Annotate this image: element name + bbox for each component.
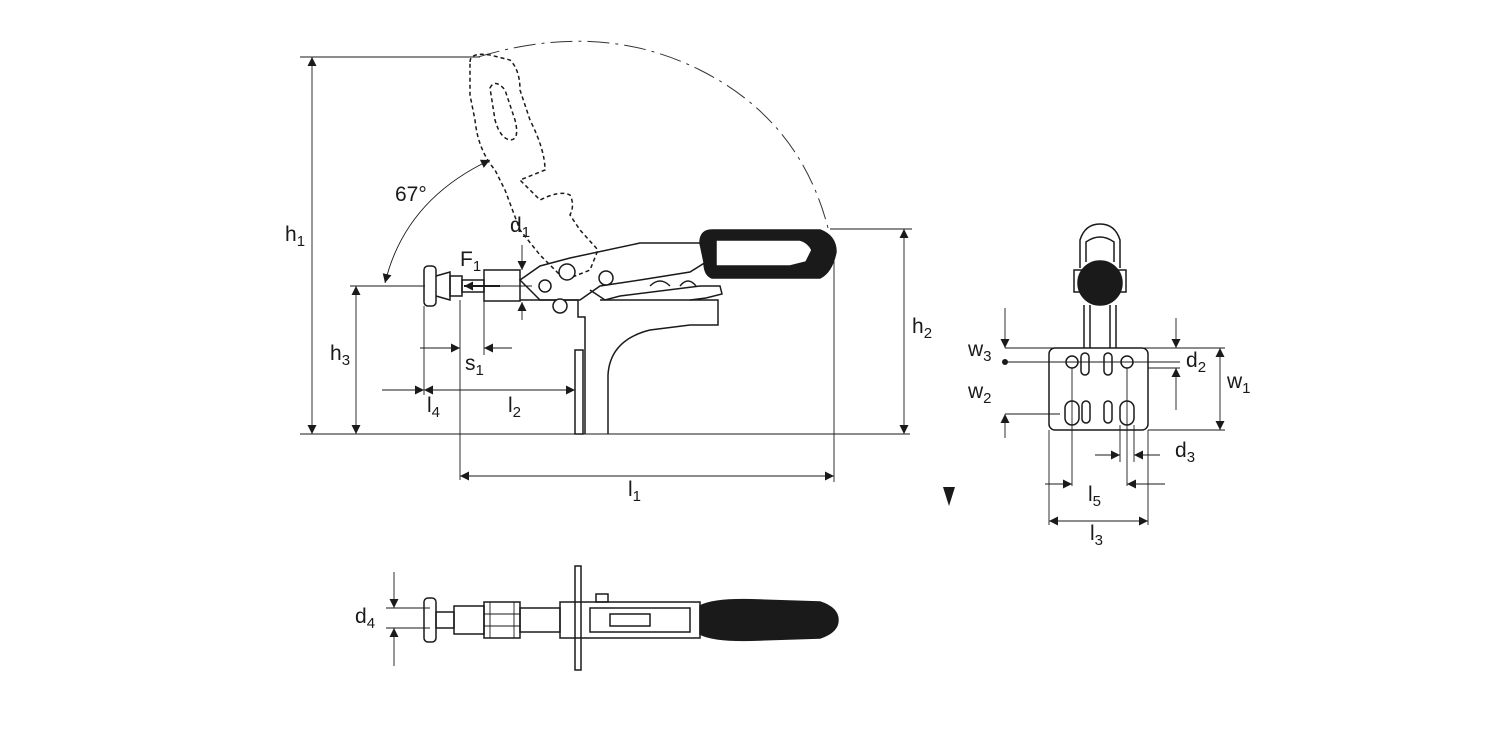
label-s1: s1 <box>465 352 484 379</box>
angle-arc <box>382 159 491 284</box>
side-view: h1 h3 h2 67° d1 F1 s1 l4 l2 l1 <box>285 40 932 505</box>
label-l5: l5 <box>1088 483 1101 510</box>
label-l2: l2 <box>508 394 521 421</box>
label-d4: d4 <box>355 605 375 632</box>
top-handle <box>699 598 839 642</box>
label-w2: w2 <box>967 380 992 407</box>
top-spindle-housing <box>483 601 521 639</box>
spindle-knob <box>423 265 437 307</box>
label-d2: d2 <box>1186 349 1206 376</box>
label-l1: l1 <box>628 478 641 505</box>
label-angle: 67° <box>395 183 427 206</box>
top-base-flange <box>574 565 582 671</box>
label-h2: h2 <box>912 315 932 342</box>
top-view: d4 <box>355 565 839 671</box>
label-h3: h3 <box>330 342 350 369</box>
label-d3: d3 <box>1175 439 1195 466</box>
top-spindle-knob <box>423 597 437 643</box>
view-marker-triangle <box>943 487 955 506</box>
swing-arc <box>477 40 829 229</box>
front-view: w3 w2 d2 w1 d3 l5 l3 <box>967 223 1251 549</box>
label-h1: h1 <box>285 223 305 250</box>
label-w1: w1 <box>1226 370 1251 397</box>
label-l4: l4 <box>427 394 440 421</box>
label-l3: l3 <box>1090 522 1103 549</box>
label-w3: w3 <box>967 338 992 365</box>
label-d1: d1 <box>510 214 530 241</box>
open-handle-outline <box>469 53 599 281</box>
label-f1: F1 <box>460 248 481 275</box>
